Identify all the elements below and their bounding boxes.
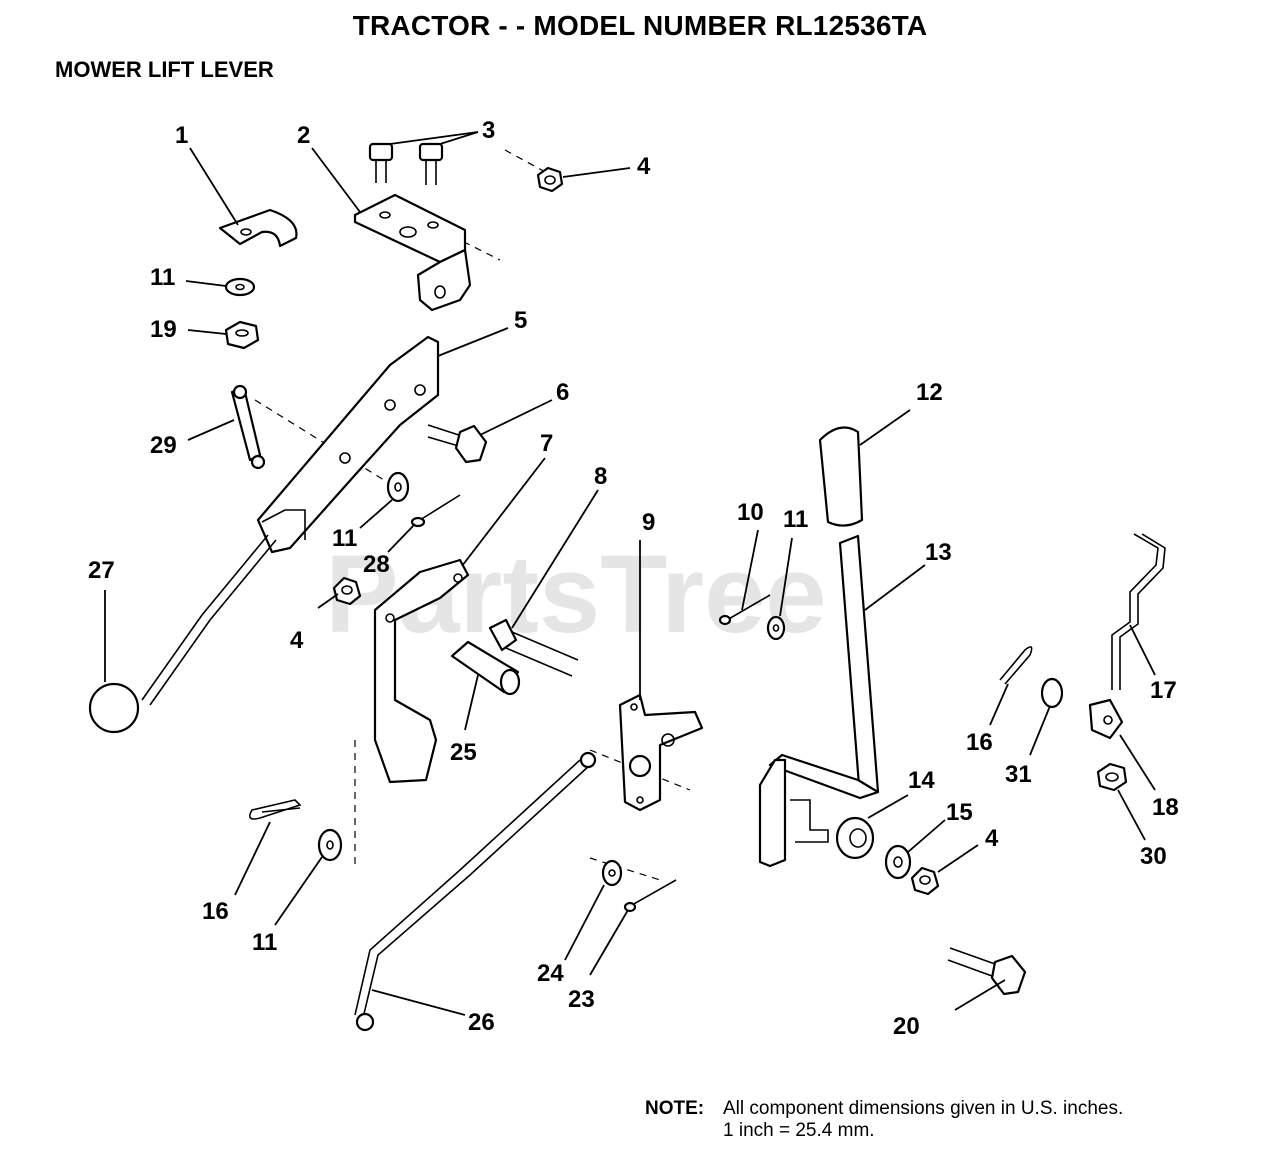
part-11-washer-a: [224, 277, 256, 297]
callout-5: 5: [514, 307, 527, 334]
part-7-bracket-plate: [373, 558, 470, 784]
part-5-lift-arm: [256, 335, 440, 554]
part-4-nut-left: [332, 576, 362, 606]
part-11-washer-b: [386, 471, 410, 503]
callout-4-right: 4: [985, 825, 999, 852]
callout-31: 31: [1005, 761, 1032, 788]
part-1-clip: [218, 208, 298, 248]
note-line-2: 1 inch = 25.4 mm.: [723, 1120, 875, 1141]
callout-16-right: 16: [966, 729, 993, 756]
callout-28: 28: [363, 551, 390, 578]
callout-1: 1: [175, 122, 188, 149]
leader-lines: [104, 131, 1156, 1016]
callout-7: 7: [540, 430, 553, 457]
callout-6: 6: [556, 379, 569, 406]
callout-3: 3: [482, 117, 495, 144]
part-20-bolt: [947, 947, 1027, 996]
diagram-subtitle: MOWER LIFT LEVER: [55, 57, 274, 82]
part-3-bolts: [368, 142, 444, 185]
callouts: 1 2 3 4 11 19 5 6 29 7 8 11 28 9 10 11 1…: [88, 117, 1179, 1040]
callout-17: 17: [1150, 677, 1177, 704]
footnote: NOTE: All component dimensions given in U…: [645, 1098, 1123, 1142]
part-10-cotter-pin: [718, 594, 771, 626]
part-18-trunnion: [1088, 698, 1124, 740]
part-26-link-rod: [354, 751, 597, 1032]
callout-27: 27: [88, 557, 115, 584]
part-23-cotter-pin: [623, 879, 677, 913]
callout-30: 30: [1140, 843, 1167, 870]
callout-13: 13: [925, 539, 952, 566]
part-6-bolt: [427, 424, 488, 464]
callout-26: 26: [468, 1009, 495, 1036]
callout-4-left: 4: [290, 627, 304, 654]
callout-9: 9: [642, 509, 655, 536]
callout-11-d: 11: [252, 929, 277, 956]
part-16-hairpin-right: [999, 646, 1033, 685]
callout-11-a: 11: [150, 264, 175, 291]
page-title: TRACTOR - - MODEL NUMBER RL12536TA: [352, 10, 928, 41]
callout-25: 25: [450, 739, 477, 766]
part-27-knob: [88, 534, 277, 734]
part-28-cotter-pin: [410, 494, 461, 528]
callout-12: 12: [916, 379, 943, 406]
callout-23: 23: [568, 986, 595, 1013]
callout-19: 19: [150, 316, 177, 343]
part-29-pin: [230, 384, 266, 470]
callout-2: 2: [297, 122, 310, 149]
part-25-spacer: [450, 640, 521, 696]
callout-4-top: 4: [637, 153, 651, 180]
callout-16-left: 16: [202, 898, 229, 925]
part-15-washer: [884, 844, 912, 880]
callout-24: 24: [537, 960, 564, 987]
callout-29: 29: [150, 432, 177, 459]
callout-11-b: 11: [332, 525, 357, 552]
part-4-nut-right: [910, 866, 940, 896]
part-4-nut-top: [536, 166, 564, 193]
part-2-bracket: [353, 193, 472, 312]
part-11-washer-d: [317, 828, 343, 862]
part-24-washer: [601, 859, 623, 887]
note-label: NOTE:: [645, 1098, 705, 1119]
note-line-1: All component dimensions given in U.S. i…: [723, 1098, 1124, 1119]
part-9-pivot-plate: [618, 693, 704, 812]
callout-14: 14: [908, 767, 935, 794]
part-13-lift-lever: [758, 534, 880, 868]
part-19-nut: [224, 320, 260, 350]
part-17-adjustment-rod: [1111, 533, 1166, 690]
part-8-bolt: [488, 618, 579, 677]
callout-18: 18: [1152, 794, 1179, 821]
part-16-hairpin-left: [249, 799, 302, 820]
callout-8: 8: [594, 463, 607, 490]
part-31-washer: [1040, 677, 1064, 709]
callout-15: 15: [946, 799, 973, 826]
callout-11-c: 11: [783, 506, 808, 533]
part-11-washer-c: [766, 615, 786, 641]
part-14-bushing: [835, 816, 875, 860]
part-30-nut: [1096, 762, 1128, 792]
callout-10: 10: [737, 499, 764, 526]
part-12-handle-grip: [818, 426, 864, 527]
callout-20: 20: [893, 1013, 920, 1040]
